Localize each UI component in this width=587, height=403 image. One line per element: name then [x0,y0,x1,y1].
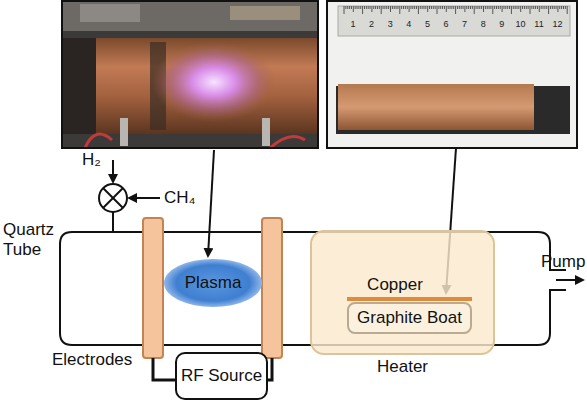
electrodes-label: Electrodes [52,350,132,370]
plasma-ellipse-label: Plasma [185,273,242,293]
ruler-number: 12 [553,19,563,29]
sample-photo [327,1,577,148]
graphite-boat: Graphite Boat [347,302,472,334]
gas-label: H₂ [82,150,101,170]
pump-arrow [556,279,583,281]
rf-source-box: RF Source [175,352,268,400]
electrodes [143,218,282,358]
ruler-number: 1 [350,19,355,29]
ruler-number: 11 [534,19,543,29]
ruler-number: 8 [481,19,486,29]
graphite-boat-label: Graphite Boat [357,308,462,328]
pump-label: Pump [541,252,585,272]
ruler-number: 3 [388,19,393,29]
ruler-number: 7 [462,19,467,29]
photo-leader [208,150,214,256]
ruler-number: 9 [499,19,504,29]
copper-foil [347,297,472,301]
ruler-number: 6 [443,19,448,29]
plasma-photo [62,1,318,148]
ruler-number: 2 [369,19,374,29]
copper-label: Copper [367,275,423,295]
heater-box-label: Heater [312,357,493,377]
ruler-number: 4 [406,19,411,29]
rf-source-box-label: RF Source [181,366,262,386]
quartz-tube-label: Quartz Tube [3,220,57,260]
ruler-number: 5 [425,19,430,29]
plasma-ellipse: Plasma [163,258,263,308]
ruler-number: 10 [515,19,525,29]
gas-label: CH₄ [164,188,196,208]
